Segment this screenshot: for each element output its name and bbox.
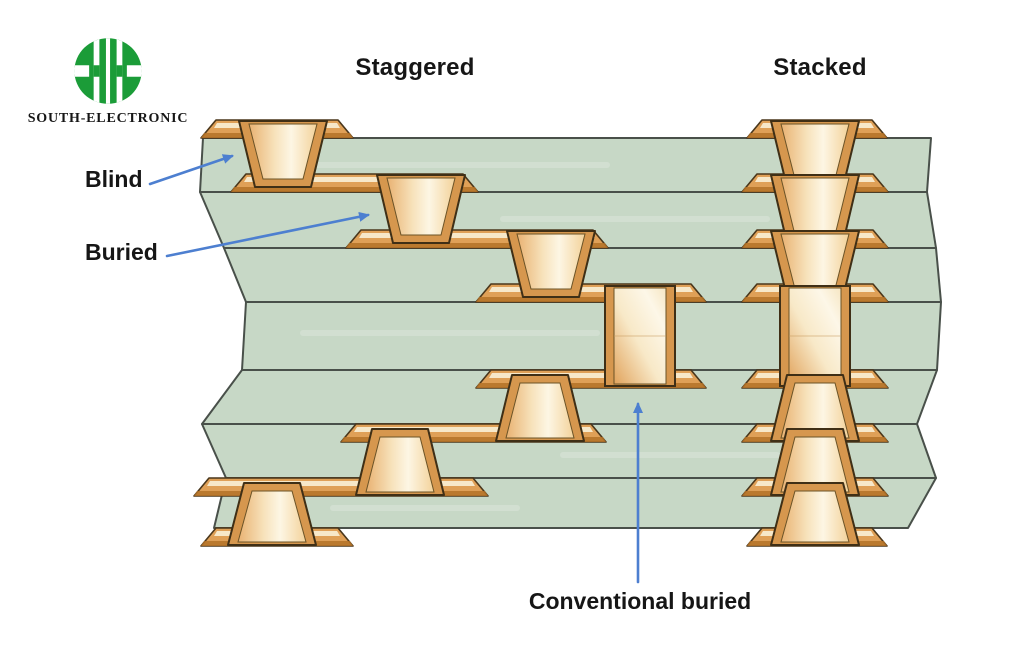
stacked-via-4	[770, 374, 860, 442]
buried-via-1	[376, 174, 466, 244]
logo-emblem-icon	[74, 38, 142, 104]
stacked-via-1	[770, 120, 860, 188]
stacked-via-6	[770, 482, 860, 546]
substrate-sheen	[290, 162, 610, 168]
blind-via	[238, 120, 328, 188]
buried-via-3	[495, 374, 585, 442]
stacked-via-2	[770, 174, 860, 244]
logo: SOUTH-ELECTRONIC	[26, 36, 190, 127]
stacked-via-5	[770, 428, 860, 496]
stacked-conventional-buried-via	[779, 285, 851, 387]
callout-conventional-buried-label: Conventional buried	[528, 588, 752, 614]
substrate-sheen	[300, 330, 600, 336]
conventional-buried-via	[604, 285, 676, 387]
substrate-sheen	[500, 216, 770, 222]
callout-buried-label: Buried	[85, 239, 158, 265]
heading-stacked: Stacked	[773, 54, 867, 81]
buried-via-4	[355, 428, 445, 496]
buried-arrow	[165, 211, 370, 258]
substrate-sheen	[560, 452, 780, 458]
substrate-sheen	[330, 505, 520, 511]
buried-via-2	[506, 230, 596, 298]
blind-via-bottom	[227, 482, 317, 546]
blind-arrow	[148, 154, 234, 186]
heading-staggered: Staggered	[355, 54, 475, 81]
callout-blind-label: Blind	[85, 166, 143, 192]
logo-company-name: SOUTH-ELECTRONIC	[27, 111, 189, 126]
